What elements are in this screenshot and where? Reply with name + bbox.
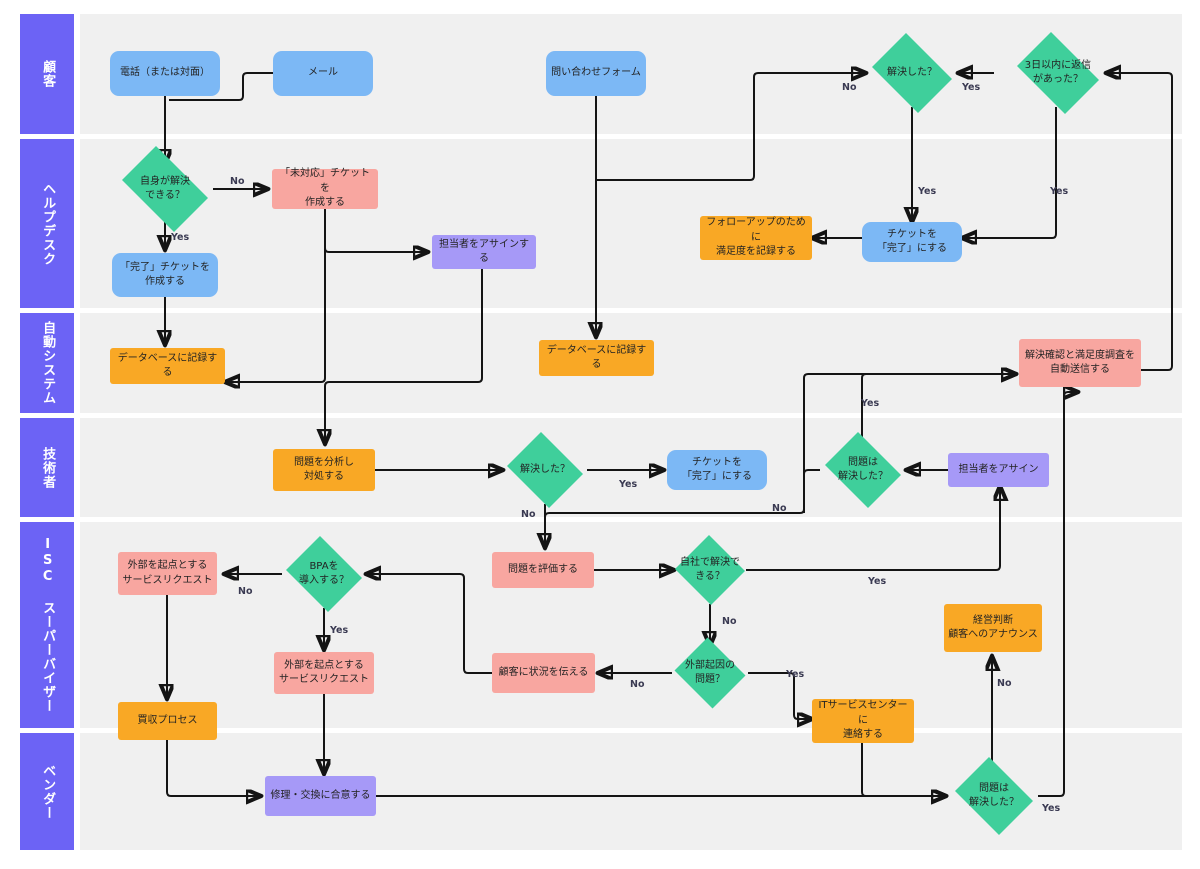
edge-label-no-customer-resolved: No bbox=[842, 82, 857, 93]
edge-label-no-self-resolve: No bbox=[230, 176, 245, 187]
node-issue-resolved-engineer[interactable]: 問題は 解決した？ bbox=[820, 432, 906, 508]
node-email[interactable]: メール bbox=[273, 51, 373, 96]
edge-label-yes-self-resolve: Yes bbox=[171, 232, 190, 243]
node-label: 自社で解決で きる？ bbox=[680, 556, 740, 583]
node-label: 解決した？ bbox=[886, 66, 937, 78]
node-label: 解決した？ bbox=[519, 463, 570, 475]
lane-label: 技術者 bbox=[40, 446, 56, 489]
node-label: 修理・交換に合意する bbox=[270, 789, 371, 801]
edge-label-no-engineer-resolved: No bbox=[521, 509, 536, 520]
node-label: チケットを 「完了」にする bbox=[876, 228, 948, 255]
node-label: 買収プロセス bbox=[137, 714, 198, 726]
node-acquisition-process[interactable]: 買収プロセス bbox=[118, 702, 217, 740]
node-can-resolve-inhouse[interactable]: 自社で解決で きる？ bbox=[674, 535, 746, 605]
node-label: 問題は 解決した？ bbox=[837, 456, 888, 483]
node-record-db-center[interactable]: データベースに記録する bbox=[539, 340, 654, 376]
edge-label-yes-engineer-resolved: Yes bbox=[619, 479, 638, 490]
node-inform-customer-status[interactable]: 顧客に状況を伝える bbox=[492, 653, 595, 693]
edge-label-yes-bpa: Yes bbox=[330, 625, 349, 636]
node-label: 「未対応」チケットを 作成する bbox=[280, 168, 370, 209]
edge-label-no-inhouse: No bbox=[722, 616, 737, 627]
node-assign-owner-engineer[interactable]: 担当者をアサイン bbox=[948, 453, 1049, 487]
lane-label: ベンダー bbox=[40, 763, 56, 820]
node-label: データベースに記録する bbox=[117, 352, 218, 379]
node-issue-resolved-vendor[interactable]: 問題は 解決した？ bbox=[950, 757, 1038, 835]
node-contact-it-service-center[interactable]: ITサービスセンターに 連絡する bbox=[812, 699, 914, 743]
node-analyze-and-handle[interactable]: 問題を分析し 対処する bbox=[273, 449, 375, 491]
node-label: 担当者をアサインする bbox=[439, 238, 529, 265]
node-phone-or-inperson[interactable]: 電話（または対面） bbox=[110, 51, 220, 96]
edge-label-yes-inhouse: Yes bbox=[868, 576, 887, 587]
lane-header-isc[interactable]: ISC スーパーバイザー bbox=[20, 522, 74, 728]
node-label: 顧客に状況を伝える bbox=[498, 666, 589, 678]
node-label: 問題は 解決した？ bbox=[968, 782, 1019, 809]
node-label: 担当者をアサイン bbox=[958, 463, 1039, 475]
node-reply-within-3days[interactable]: 3日以内に返信 があった？ bbox=[1010, 32, 1106, 114]
node-label: 問題を評価する bbox=[508, 563, 578, 575]
node-label: 問題を分析し 対処する bbox=[294, 456, 354, 483]
edge-label-no-issue-resolved: No bbox=[772, 503, 787, 514]
edge-label-yes-reply-3days: Yes bbox=[962, 82, 981, 93]
node-close-ticket-engineer[interactable]: チケットを 「完了」にする bbox=[667, 450, 767, 490]
edge-label-yes-external-cause: Yes bbox=[786, 669, 805, 680]
edge-label-yes-issue-resolved: Yes bbox=[861, 398, 880, 409]
edge-label-yes-reply-to-close: Yes bbox=[1050, 186, 1069, 197]
node-management-decision-announce[interactable]: 経営判断 顧客へのアナウンス bbox=[944, 604, 1042, 652]
lane-header-customer[interactable]: 顧客 bbox=[20, 14, 74, 134]
node-evaluate-issue[interactable]: 問題を評価する bbox=[492, 552, 594, 588]
node-label: 外部を起点とする サービスリクエスト bbox=[279, 659, 369, 686]
node-assign-owner-helpdesk[interactable]: 担当者をアサインする bbox=[432, 235, 536, 269]
node-label: 外部起因の 問題？ bbox=[684, 659, 735, 686]
node-label: 外部を起点とする サービスリクエスト bbox=[122, 560, 213, 586]
node-external-service-request-1[interactable]: 外部を起点とする サービスリクエスト bbox=[118, 552, 217, 595]
edge-label-yes-vendor-resolved: Yes bbox=[1042, 803, 1061, 814]
node-label: 電話（または対面） bbox=[120, 67, 210, 79]
node-close-ticket-helpdesk[interactable]: チケットを 「完了」にする bbox=[862, 222, 962, 262]
node-create-done-ticket[interactable]: 「完了」チケットを 作成する bbox=[112, 253, 218, 297]
node-label: メール bbox=[308, 67, 338, 79]
node-inquiry-form[interactable]: 問い合わせフォーム bbox=[546, 51, 646, 96]
node-label: 自身が解決 できる？ bbox=[140, 175, 190, 202]
lane-label: ヘルプデスク bbox=[40, 181, 56, 266]
node-external-cause[interactable]: 外部起因の 問題？ bbox=[672, 637, 748, 709]
lane-body-helpdesk bbox=[80, 139, 1182, 308]
edge-label-no-external-cause: No bbox=[630, 679, 645, 690]
lane-label: ISC スーパーバイザー bbox=[40, 537, 56, 713]
node-record-satisfaction-followup[interactable]: フォローアップのために 満足度を記録する bbox=[700, 216, 812, 260]
lane-header-helpdesk[interactable]: ヘルプデスク bbox=[20, 139, 74, 308]
node-label: データベースに記録する bbox=[546, 344, 647, 371]
node-label: BPAを 導入する？ bbox=[298, 560, 349, 587]
node-label: ITサービスセンターに 連絡する bbox=[818, 700, 908, 741]
lane-label: 顧客 bbox=[40, 60, 56, 88]
node-adopt-bpa[interactable]: BPAを 導入する？ bbox=[282, 536, 366, 612]
node-label: 解決確認と満足度調査を 自動送信する bbox=[1025, 349, 1135, 376]
node-label: フォローアップのために 満足度を記録する bbox=[706, 217, 806, 258]
node-record-db-left[interactable]: データベースに記録する bbox=[110, 348, 225, 384]
lane-header-vendor[interactable]: ベンダー bbox=[20, 733, 74, 850]
edge-label-no-vendor-resolved: No bbox=[997, 678, 1012, 689]
node-external-service-request-2[interactable]: 外部を起点とする サービスリクエスト bbox=[274, 652, 374, 694]
lane-header-engineer[interactable]: 技術者 bbox=[20, 418, 74, 517]
node-label: 問い合わせフォーム bbox=[551, 67, 641, 79]
edge-label-yes-resolved-to-close: Yes bbox=[918, 186, 937, 197]
lane-header-autosystem[interactable]: 自動システム bbox=[20, 313, 74, 413]
node-label: 「完了」チケットを 作成する bbox=[120, 261, 210, 288]
node-agree-repair-replace[interactable]: 修理・交換に合意する bbox=[265, 776, 376, 816]
node-resolved-customer[interactable]: 解決した？ bbox=[866, 33, 958, 113]
edge-label-no-bpa: No bbox=[238, 586, 253, 597]
node-resolved-engineer[interactable]: 解決した？ bbox=[503, 432, 587, 508]
node-auto-send-survey[interactable]: 解決確認と満足度調査を 自動送信する bbox=[1019, 339, 1141, 387]
lane-label: 自動システム bbox=[40, 321, 56, 405]
node-can-self-resolve[interactable]: 自身が解決 できる？ bbox=[113, 146, 217, 232]
node-create-unhandled-ticket[interactable]: 「未対応」チケットを 作成する bbox=[272, 168, 378, 209]
node-label: 3日以内に返信 があった？ bbox=[1024, 59, 1092, 86]
node-label: 経営判断 顧客へのアナウンス bbox=[948, 614, 1038, 641]
node-label: チケットを 「完了」にする bbox=[681, 456, 753, 483]
